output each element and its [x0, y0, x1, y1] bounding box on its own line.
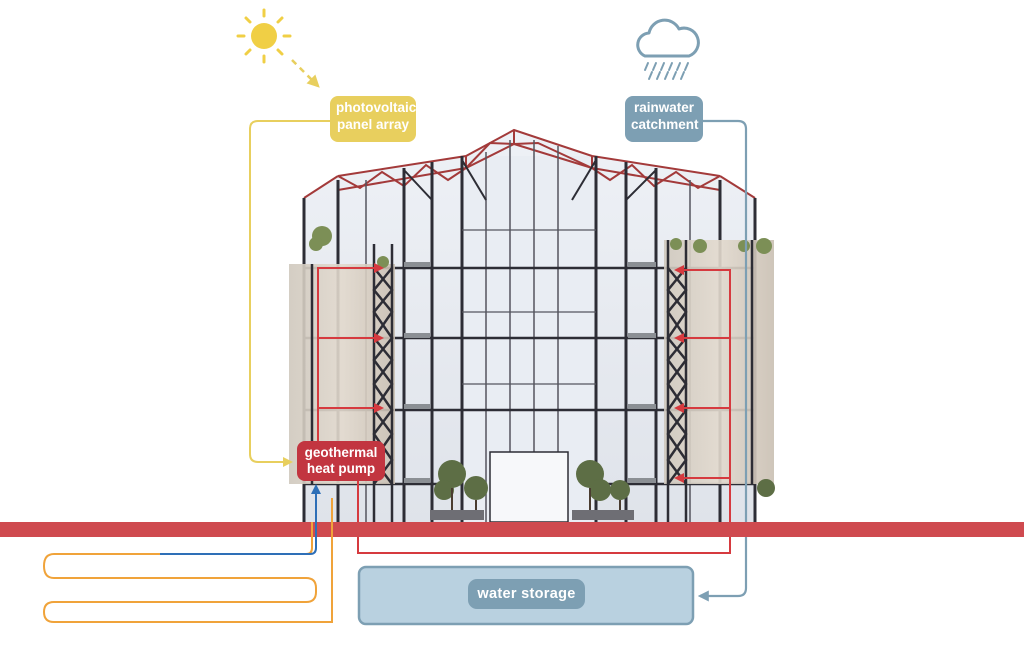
geothermal-loops [42, 484, 333, 623]
pv-panel-label: photovoltaic panel array [330, 96, 416, 142]
rainwater-feed-line [697, 119, 748, 602]
rainwater-catchment-label: rainwater catchment [625, 96, 703, 142]
sun-icon [236, 8, 320, 88]
rain-cloud-icon [636, 18, 700, 80]
rain-label-line1: rainwater [633, 100, 695, 115]
geothermal-heat-pump-label: geothermal heat pump [297, 441, 385, 481]
ground-line [0, 522, 1024, 537]
pv-label-line1: photovoltaic [336, 100, 417, 115]
solar-feed-line [249, 120, 330, 467]
geo-label-line2: heat pump [306, 461, 376, 476]
trees [430, 460, 775, 520]
geo-label-line1: geothermal [304, 445, 378, 460]
rain-label-line2: catchment [631, 117, 699, 132]
pv-label-line2: panel array [336, 117, 410, 132]
greenhouse-building [289, 128, 775, 523]
water-storage-label: water storage [468, 579, 585, 609]
